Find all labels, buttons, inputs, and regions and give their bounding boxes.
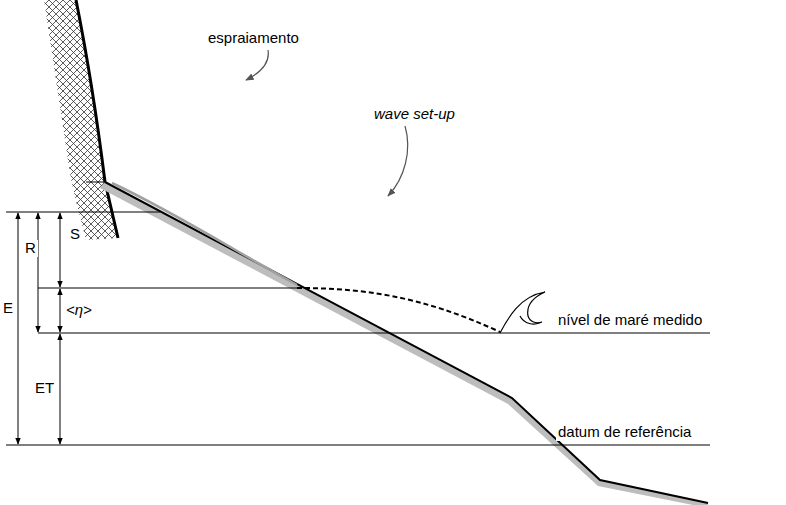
beach-slope bbox=[105, 182, 708, 503]
dim-eta bbox=[60, 289, 61, 332]
level-label: nível de maré medido bbox=[556, 312, 704, 329]
dim-e bbox=[18, 213, 19, 444]
setup-curve bbox=[297, 288, 500, 332]
dim-r bbox=[38, 213, 39, 332]
level-label: datum de referência bbox=[556, 424, 693, 441]
runup-level bbox=[6, 212, 160, 213]
breaking-wave bbox=[500, 292, 545, 333]
dimension-label: S bbox=[68, 226, 82, 243]
tide-level bbox=[38, 333, 710, 334]
dimension-label: E bbox=[1, 300, 15, 317]
dimension-label: R bbox=[23, 240, 38, 257]
seabed-shade bbox=[100, 182, 708, 505]
cliff-top-mark bbox=[86, 182, 106, 183]
dim-s bbox=[60, 213, 61, 287]
setup-label: wave set-up bbox=[372, 106, 457, 123]
datum-level bbox=[6, 445, 710, 446]
setup-level bbox=[38, 288, 297, 289]
swash-leader bbox=[246, 50, 268, 80]
dimension-label: <η> bbox=[64, 302, 94, 319]
cliff-hatch bbox=[44, 0, 118, 240]
dimension-label: ET bbox=[33, 380, 56, 397]
setup-leader bbox=[388, 126, 408, 196]
swash-line bbox=[112, 183, 297, 285]
swash-label: espraiamento bbox=[206, 30, 301, 47]
dim-et bbox=[60, 334, 61, 444]
cliff-face bbox=[76, 0, 118, 238]
